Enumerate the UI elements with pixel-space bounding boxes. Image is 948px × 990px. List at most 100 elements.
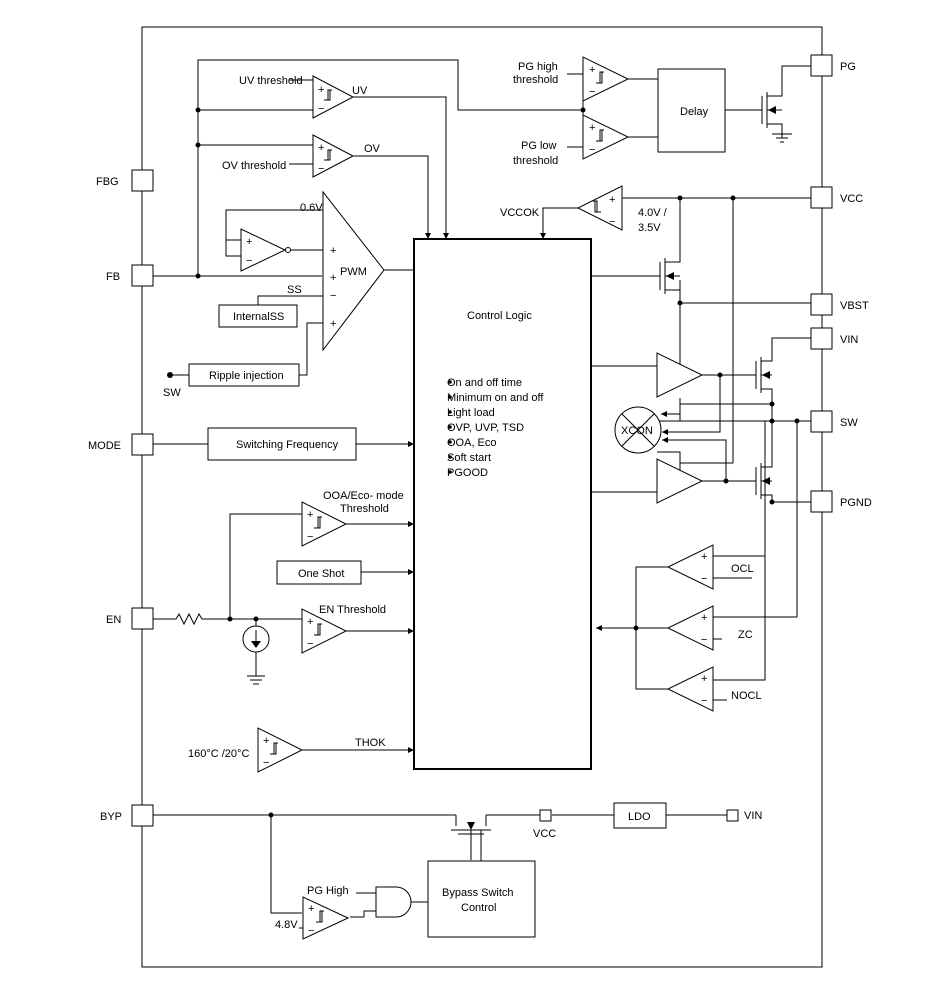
svg-text:−: − <box>318 103 324 115</box>
pg-comparator-wires <box>567 73 658 148</box>
svg-text:−: − <box>701 634 707 646</box>
ooa-comparator: + − <box>301 501 348 547</box>
pin-en: EN <box>106 607 154 630</box>
v48-label: 4.8V <box>275 919 298 931</box>
vccok-label: VCCOK <box>500 207 540 219</box>
ov-label: OV <box>364 143 381 155</box>
pin-byp-label: BYP <box>100 811 122 823</box>
svg-text:−: − <box>701 695 707 707</box>
ripple-injection-label: Ripple injection <box>209 370 284 382</box>
one-shot-label: One Shot <box>298 568 344 580</box>
en-comparator: + − <box>301 608 348 654</box>
pin-fbg-label: FBG <box>96 176 119 188</box>
and-gate-wires <box>350 892 428 918</box>
control-logic-title: Control Logic <box>467 310 532 322</box>
uv-to-logic-wire <box>353 96 449 239</box>
vccok-to-logic-wire <box>540 207 578 239</box>
svg-text:+: + <box>307 616 313 628</box>
pg-low-label-line2: threshold <box>513 155 558 167</box>
pin-sw: SW <box>810 410 858 433</box>
error-amp-wires <box>225 209 323 257</box>
thermal-comparator: + − <box>257 727 304 773</box>
vcc-bus-wire <box>622 197 811 463</box>
pin-fb-label: FB <box>106 271 120 283</box>
svg-text:−: − <box>308 925 314 937</box>
pin-mode-label: MODE <box>88 440 121 452</box>
svg-text:+: + <box>589 64 595 76</box>
pin-byp: BYP <box>100 804 154 827</box>
ripple-wire <box>172 322 323 376</box>
xcon-block <box>614 406 662 454</box>
pin-pg: PG <box>810 54 856 77</box>
svg-text:+: + <box>318 84 324 96</box>
pg-high-and-label: PG High <box>307 885 349 897</box>
pin-mode: MODE <box>88 433 154 456</box>
pin-vbst-label: VBST <box>840 300 869 312</box>
pin-vbst: VBST <box>810 293 869 316</box>
pg-high-label-line2: threshold <box>513 74 558 86</box>
uvlo-label-line1: 4.0V / <box>638 207 668 219</box>
ooa-label-line1: OOA/Eco- mode <box>323 490 404 502</box>
pg-high-label-line1: PG high <box>518 61 558 73</box>
feature-item: Soft start <box>447 452 491 464</box>
vin-node-terminal <box>726 809 739 822</box>
svg-text:+: + <box>263 735 269 747</box>
pg-low-comparator: + − <box>582 114 630 160</box>
svg-text:+: + <box>330 245 336 257</box>
svg-text:−: − <box>609 216 615 228</box>
high-side-nmos-icon <box>702 337 811 400</box>
boot-pmos-icon <box>591 250 681 294</box>
pin-vin: VIN <box>810 327 858 350</box>
ldo-block <box>613 802 667 829</box>
ss-wire <box>257 295 323 305</box>
temp-label: 160°C /20°C <box>188 748 249 760</box>
control-logic-feature-list: On and off time Minimum on and off Light… <box>447 377 544 479</box>
svg-text:+: + <box>330 272 336 284</box>
fb-bus-wire <box>153 59 583 277</box>
pin-sw-label: SW <box>840 417 858 429</box>
ldo-label: LDO <box>628 811 651 823</box>
feature-item: Minimum on and off <box>447 392 544 404</box>
uvlo-label-line2: 3.5V <box>638 222 661 234</box>
feature-item: OVP, UVP, TSD <box>447 422 524 434</box>
svg-text:−: − <box>246 255 252 267</box>
switching-frequency-label: Switching Frequency <box>236 439 339 451</box>
pin-pg-label: PG <box>840 61 856 73</box>
ocl-comparator: + − <box>666 544 714 590</box>
bypass-label-line1: Bypass Switch <box>442 887 514 899</box>
uv-threshold-label: UV threshold <box>239 75 303 87</box>
error-amplifier: + − <box>240 228 291 272</box>
xcon-arrows <box>661 398 681 421</box>
svg-text:+: + <box>330 318 336 330</box>
svg-text:+: + <box>609 194 615 206</box>
pin-vcc: VCC <box>810 186 863 209</box>
uvlo-comparator: + − <box>576 185 623 231</box>
uv-comparator: + − <box>312 75 355 119</box>
svg-text:−: − <box>701 573 707 585</box>
delay-label: Delay <box>680 106 709 118</box>
feature-item: OOA, Eco <box>447 437 497 449</box>
pin-fb: FB <box>106 264 154 287</box>
feature-item: On and off time <box>447 377 522 389</box>
svg-text:−: − <box>307 638 313 650</box>
pg-high-comparator: + − <box>582 56 630 102</box>
svg-text:−: − <box>589 86 595 98</box>
v06-label: 0.6V <box>300 202 323 214</box>
feature-item: PGOOD <box>447 467 488 479</box>
vin-node-label: VIN <box>744 810 762 822</box>
low-side-nmos-icon <box>702 421 773 502</box>
pwm-comparator: + + − + <box>322 190 385 352</box>
and-gate-icon <box>375 886 412 918</box>
delay-block <box>657 68 726 153</box>
pin-fbg: FBG <box>96 169 154 192</box>
pin-vcc-label: VCC <box>840 193 863 205</box>
en-threshold-label: EN Threshold <box>319 604 386 616</box>
ss-label: SS <box>287 284 302 296</box>
control-logic-block <box>413 238 592 770</box>
sw-input-label: SW <box>163 387 181 399</box>
svg-text:+: + <box>307 509 313 521</box>
feature-item: Light load <box>447 407 495 419</box>
pin-en-label: EN <box>106 614 121 626</box>
pg-nmos-icon <box>725 65 811 143</box>
svg-text:+: + <box>701 612 707 624</box>
